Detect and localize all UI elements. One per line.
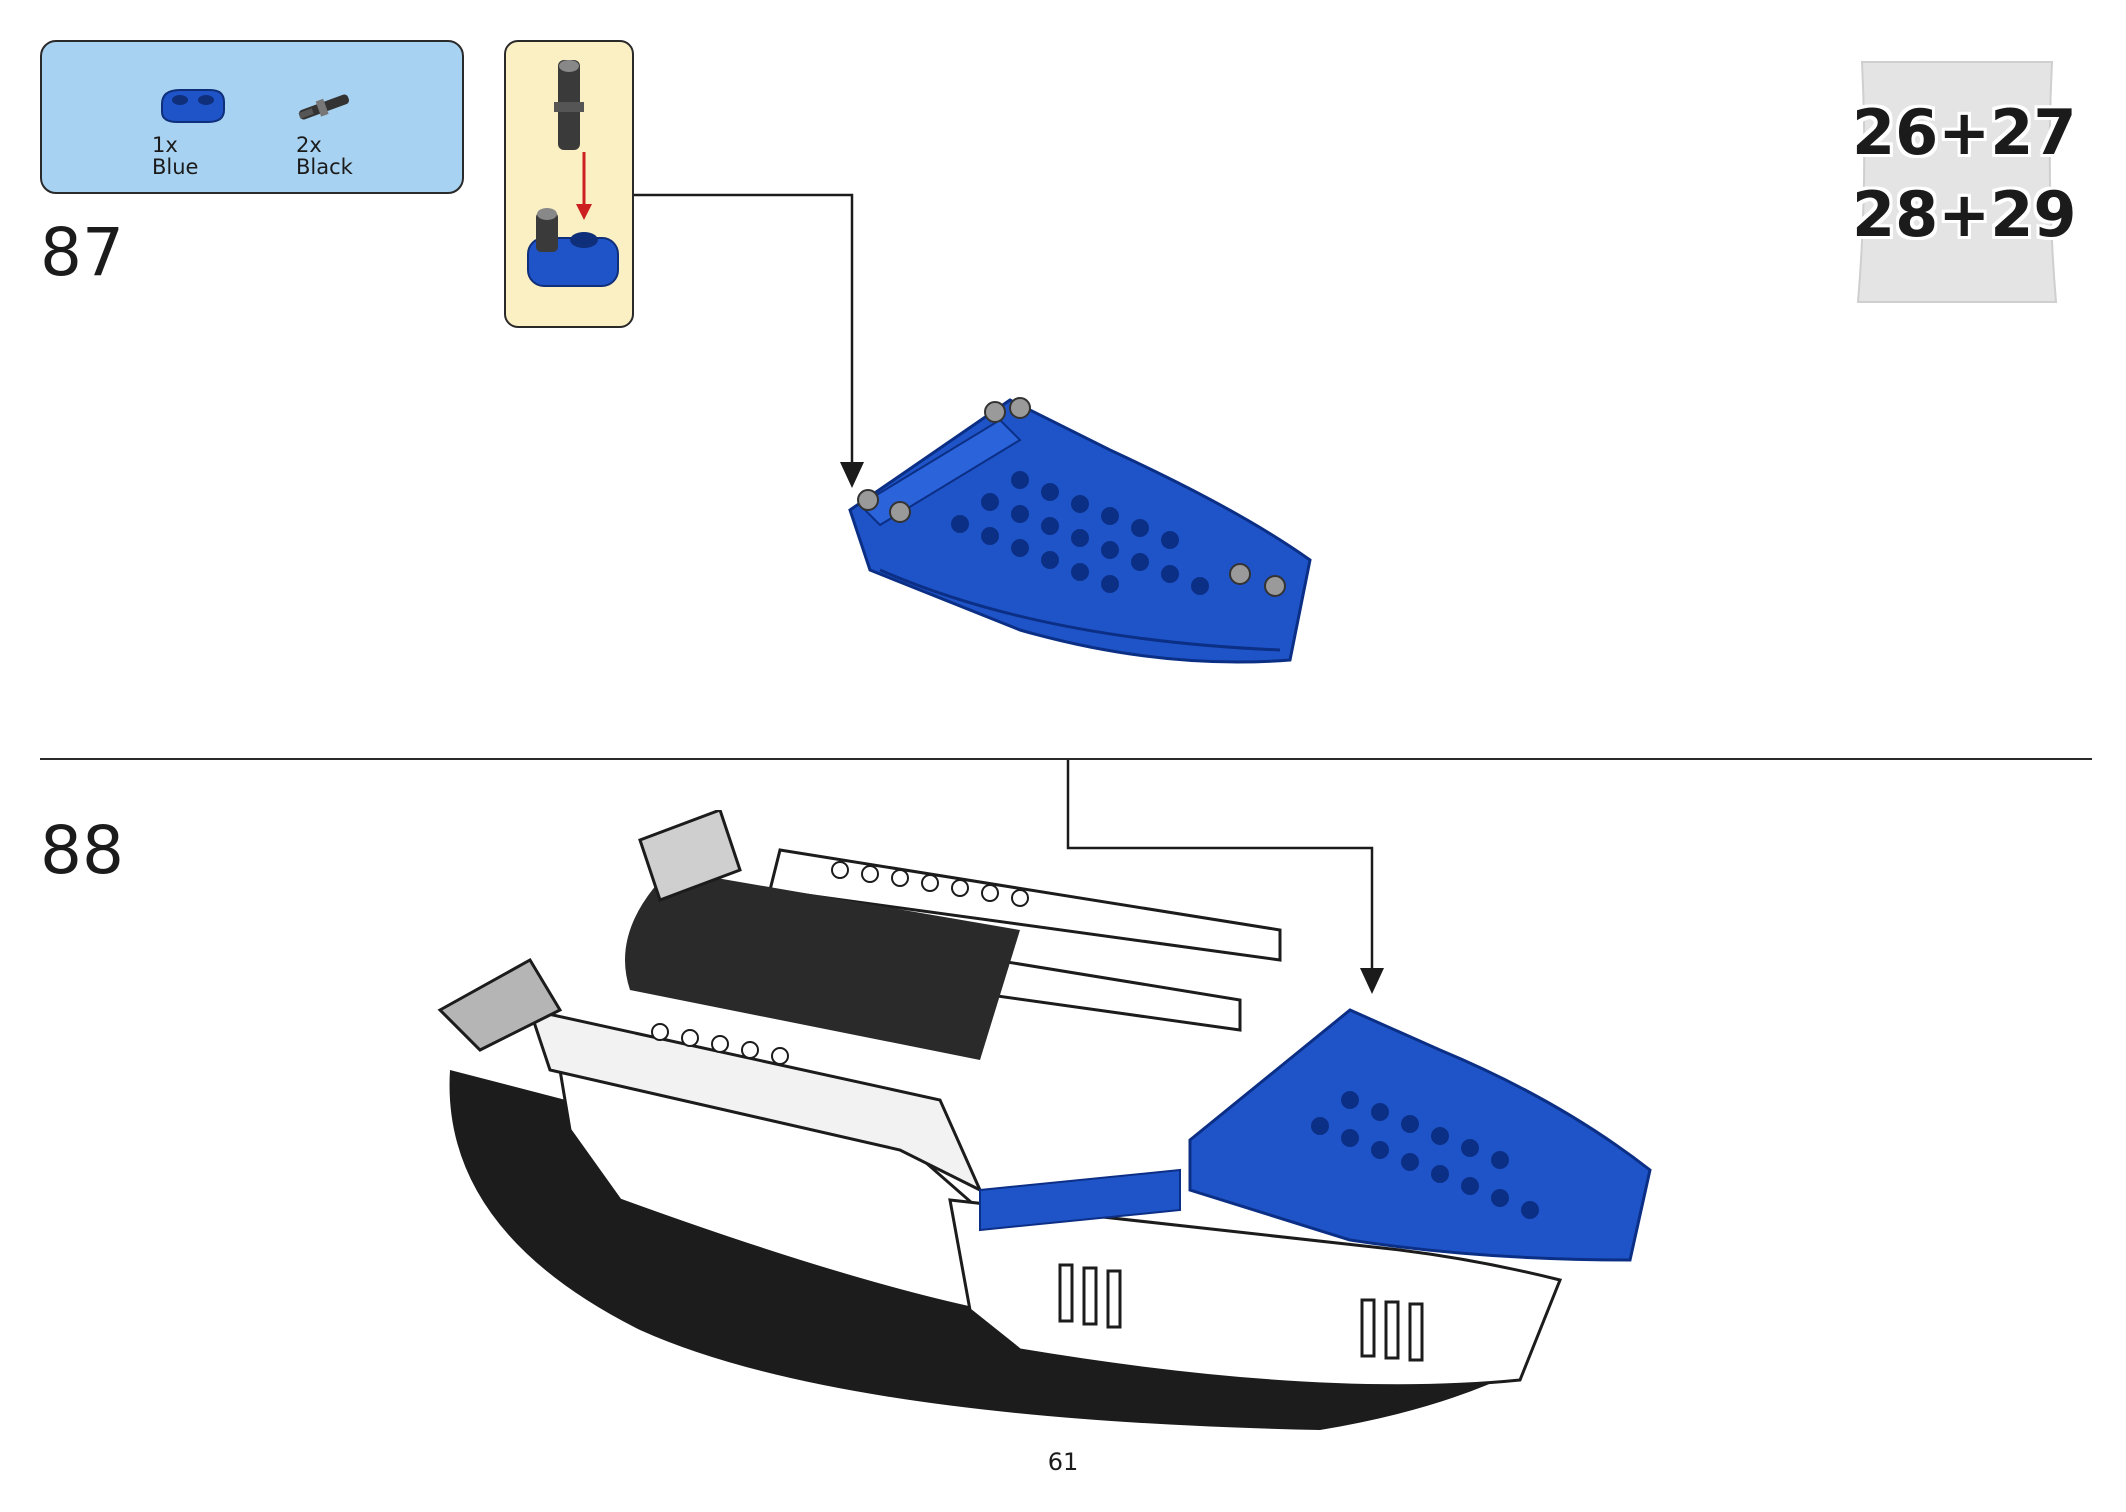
blue-bow-assembly — [848, 397, 1312, 664]
bag-icon: 26+27 28+29 — [1852, 56, 2077, 308]
part-1-color: Blue — [152, 155, 199, 179]
parts-list-box: 1x Blue 2x Black — [40, 40, 464, 194]
part-2-qty: 2x — [296, 133, 322, 157]
step-number-87: 87 — [40, 214, 124, 291]
blue-beam-icon — [161, 89, 225, 123]
part-2-color: Black — [296, 155, 353, 179]
step-number-88: 88 — [40, 812, 124, 889]
black-pin-icon — [298, 94, 350, 120]
step-divider — [40, 758, 2092, 760]
page-number: 61 — [1047, 1448, 1079, 1476]
part-1-qty: 1x — [152, 133, 178, 157]
subassembly-callout — [504, 40, 634, 328]
pin-into-beam-diagram — [527, 60, 619, 287]
bag-number-line2: 28+29 — [1852, 178, 2077, 251]
bag-number-line1: 26+27 — [1852, 96, 2077, 169]
boat-model — [437, 810, 1652, 1430]
